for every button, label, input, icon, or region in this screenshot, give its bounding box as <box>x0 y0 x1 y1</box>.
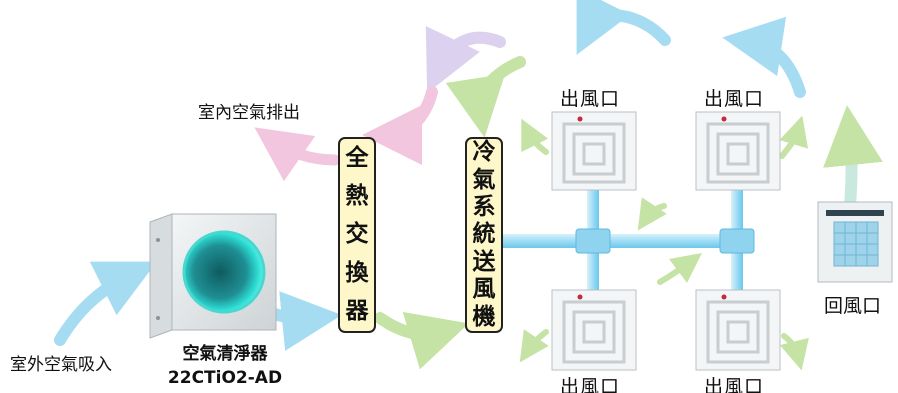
arrow-pink-to-exchanger <box>362 86 438 165</box>
label-outlet-bottom-right: 出風口 <box>704 376 765 393</box>
purifier-name: 空氣清淨器 <box>182 344 268 364</box>
heat-exchanger-char: 器 <box>345 298 369 325</box>
vent-top-left <box>551 111 637 191</box>
ac-blower-char: 統 <box>472 221 496 248</box>
arrow-return-up <box>823 105 883 211</box>
arrow-exchanger-to-blower <box>374 311 469 370</box>
ac-blower-char: 風 <box>472 276 496 303</box>
label-outlet-bottom-left: 出風口 <box>560 376 621 393</box>
purifier-caption: 空氣清淨器 22CTiO2-AD <box>160 342 290 390</box>
main-duct <box>502 234 742 248</box>
label-outlet-top-left: 出風口 <box>560 88 621 110</box>
heat-exchanger-char: 全 <box>345 144 369 171</box>
arrow-return-right <box>722 16 806 98</box>
vent-top-right <box>695 111 781 191</box>
ac-blower-char: 冷 <box>472 139 496 166</box>
ac-blower-char: 送 <box>472 248 496 275</box>
arrow-intake <box>54 261 157 346</box>
arrow-exhaust <box>254 127 341 182</box>
heat-exchanger-char: 熱 <box>345 183 369 210</box>
arrow-top-lavender <box>425 26 506 94</box>
heat-exchanger-box: 全 熱 交 換 器 <box>338 137 376 333</box>
ac-blower-char: 系 <box>472 194 496 221</box>
heat-exchanger-char: 換 <box>345 259 369 286</box>
label-indoor-exhaust: 室內空氣排出 <box>198 103 300 123</box>
arrow-return-top <box>576 0 671 55</box>
label-outdoor-intake: 室外空氣吸入 <box>10 355 112 375</box>
purifier-model: 22CTiO2-AD <box>167 368 283 388</box>
ac-blower-char: 氣 <box>472 166 496 193</box>
ac-blower-char: 機 <box>472 303 496 330</box>
label-return-vent: 回風口 <box>824 295 882 317</box>
ac-blower-box: 冷 氣 系 統 送 風 機 <box>465 137 503 333</box>
label-outlet-top-right: 出風口 <box>704 88 765 110</box>
arrow-into-blower-top <box>445 56 526 138</box>
vent-bottom-left <box>551 289 637 371</box>
return-vent <box>817 201 893 283</box>
vent-bottom-right <box>695 289 781 371</box>
heat-exchanger-char: 交 <box>345 221 369 248</box>
air-purifier-unit <box>149 213 277 339</box>
